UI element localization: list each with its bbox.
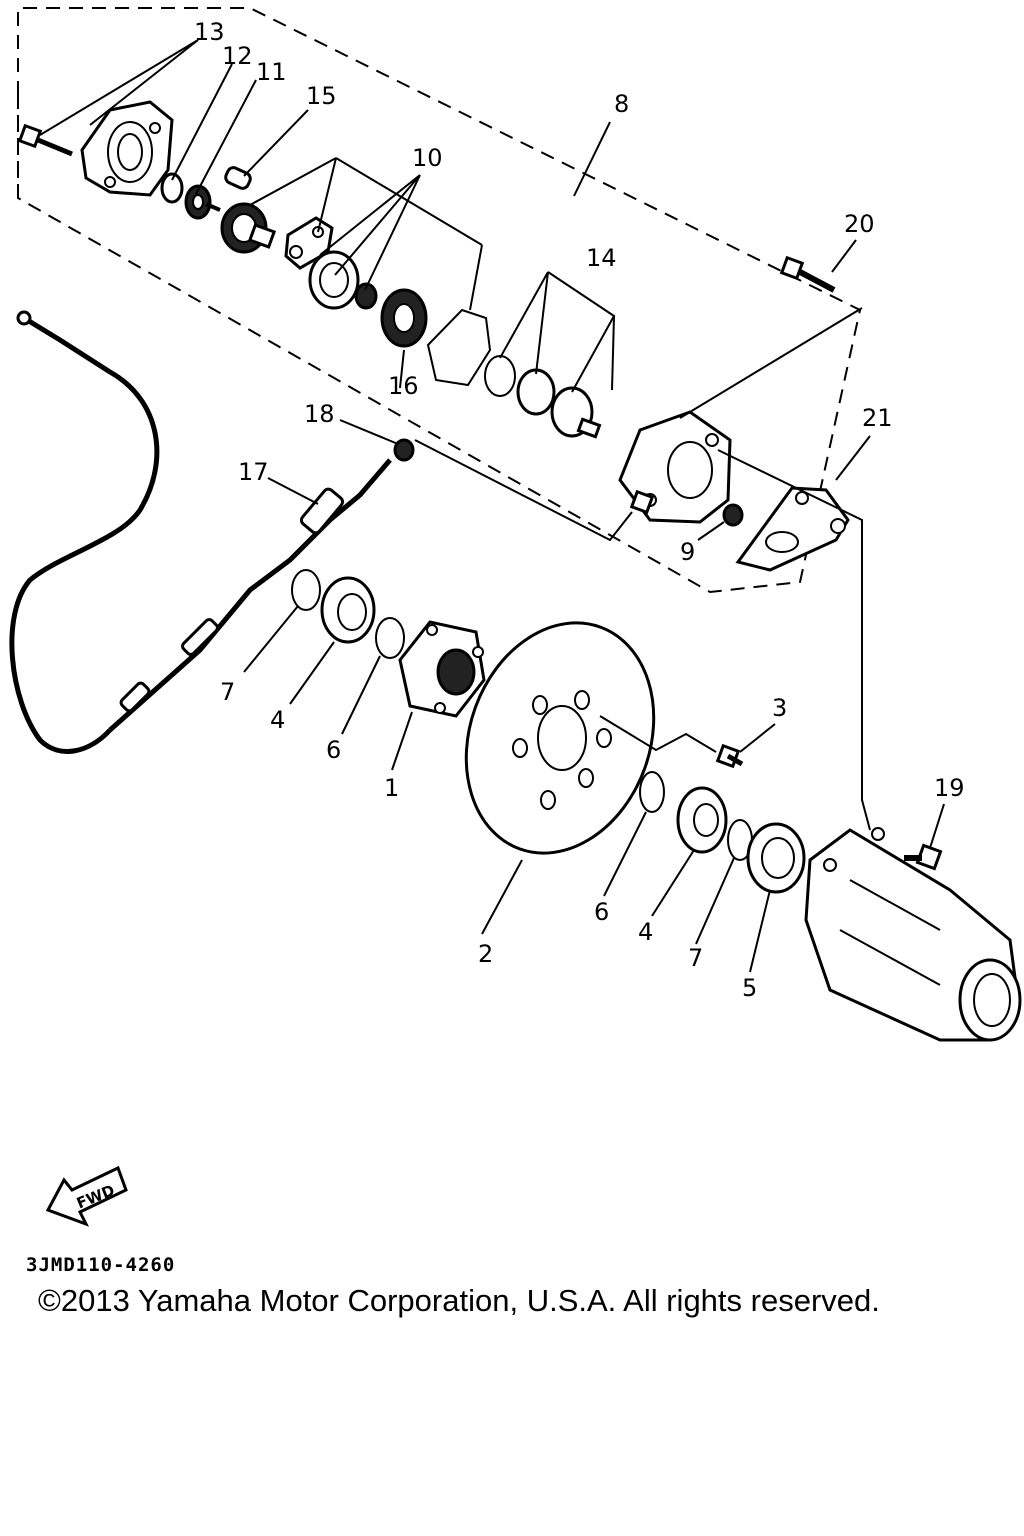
callout-11: 11: [256, 58, 287, 86]
copyright-notice: ©2013 Yamaha Motor Corporation, U.S.A. A…: [38, 1283, 880, 1318]
seal-12: [160, 172, 184, 204]
callout-20: 20: [844, 210, 875, 238]
callout-18: 18: [304, 400, 335, 428]
seal-4-right: [676, 786, 728, 854]
gasket: [426, 308, 492, 387]
callout-8: 8: [614, 90, 629, 118]
ring-7-left: [291, 569, 321, 611]
bearing-16: [380, 288, 428, 348]
callout-21: 21: [862, 404, 893, 432]
callout-4-right: 4: [638, 918, 653, 946]
brake-disc-2: [464, 621, 656, 855]
callout-1: 1: [384, 774, 399, 802]
bracket-21: [735, 486, 850, 572]
callout-7-right: 7: [688, 944, 703, 972]
bolt-20: [779, 255, 836, 293]
ring-6-left: [375, 617, 405, 659]
callout-9: 9: [680, 538, 695, 566]
callout-3: 3: [772, 694, 787, 722]
exploded-parts-diagram: 13 12 11 15 10 8 20 14 16 18 21 17 9 7 4…: [9, 7, 1022, 1227]
callout-5: 5: [742, 974, 757, 1002]
bolt-13: [17, 123, 73, 157]
o-ring-14: [484, 355, 516, 397]
seal-4-left: [320, 576, 376, 644]
assembly-outline-8: [17, 7, 862, 594]
callout-labels: 13 12 11 15 10 8 20 14 16 18 21 17 9 7 4…: [194, 18, 965, 1002]
callout-10: 10: [412, 144, 443, 172]
piston-cap-14: [550, 386, 602, 439]
caliper-body: [618, 410, 732, 524]
callout-14: 14: [586, 244, 617, 272]
brake-cable-17: [9, 310, 392, 754]
hub-1: [398, 620, 486, 718]
pin-15: [224, 166, 252, 190]
callout-16: 16: [388, 372, 419, 400]
gear-assembly-10: [220, 202, 277, 254]
callout-6-right: 6: [594, 898, 609, 926]
forward-arrow-icon: FWD: [45, 1165, 128, 1227]
callout-13: 13: [194, 18, 225, 46]
drawing-code: 3JMD110-4260: [26, 1254, 176, 1276]
bolt-3: [715, 743, 744, 769]
callout-7-left: 7: [220, 678, 235, 706]
axle-housing: [804, 827, 1022, 1042]
callout-12: 12: [222, 42, 253, 70]
piston-14: [516, 368, 556, 416]
leader-lines: [39, 39, 945, 973]
callout-4-left: 4: [270, 706, 285, 734]
caliper-cover: [80, 100, 174, 197]
callout-19: 19: [934, 774, 965, 802]
callout-6-left: 6: [326, 736, 341, 764]
seal-5: [746, 822, 806, 894]
bleed-screw-9: [722, 503, 744, 527]
callout-15: 15: [306, 82, 337, 110]
piston-cup: [308, 250, 378, 310]
nut-18: [393, 438, 415, 462]
callout-2: 2: [478, 940, 493, 968]
bearing-11: [184, 184, 221, 220]
ring-6-right: [639, 771, 665, 813]
callout-17: 17: [238, 458, 269, 486]
bolt-19: [904, 843, 943, 871]
